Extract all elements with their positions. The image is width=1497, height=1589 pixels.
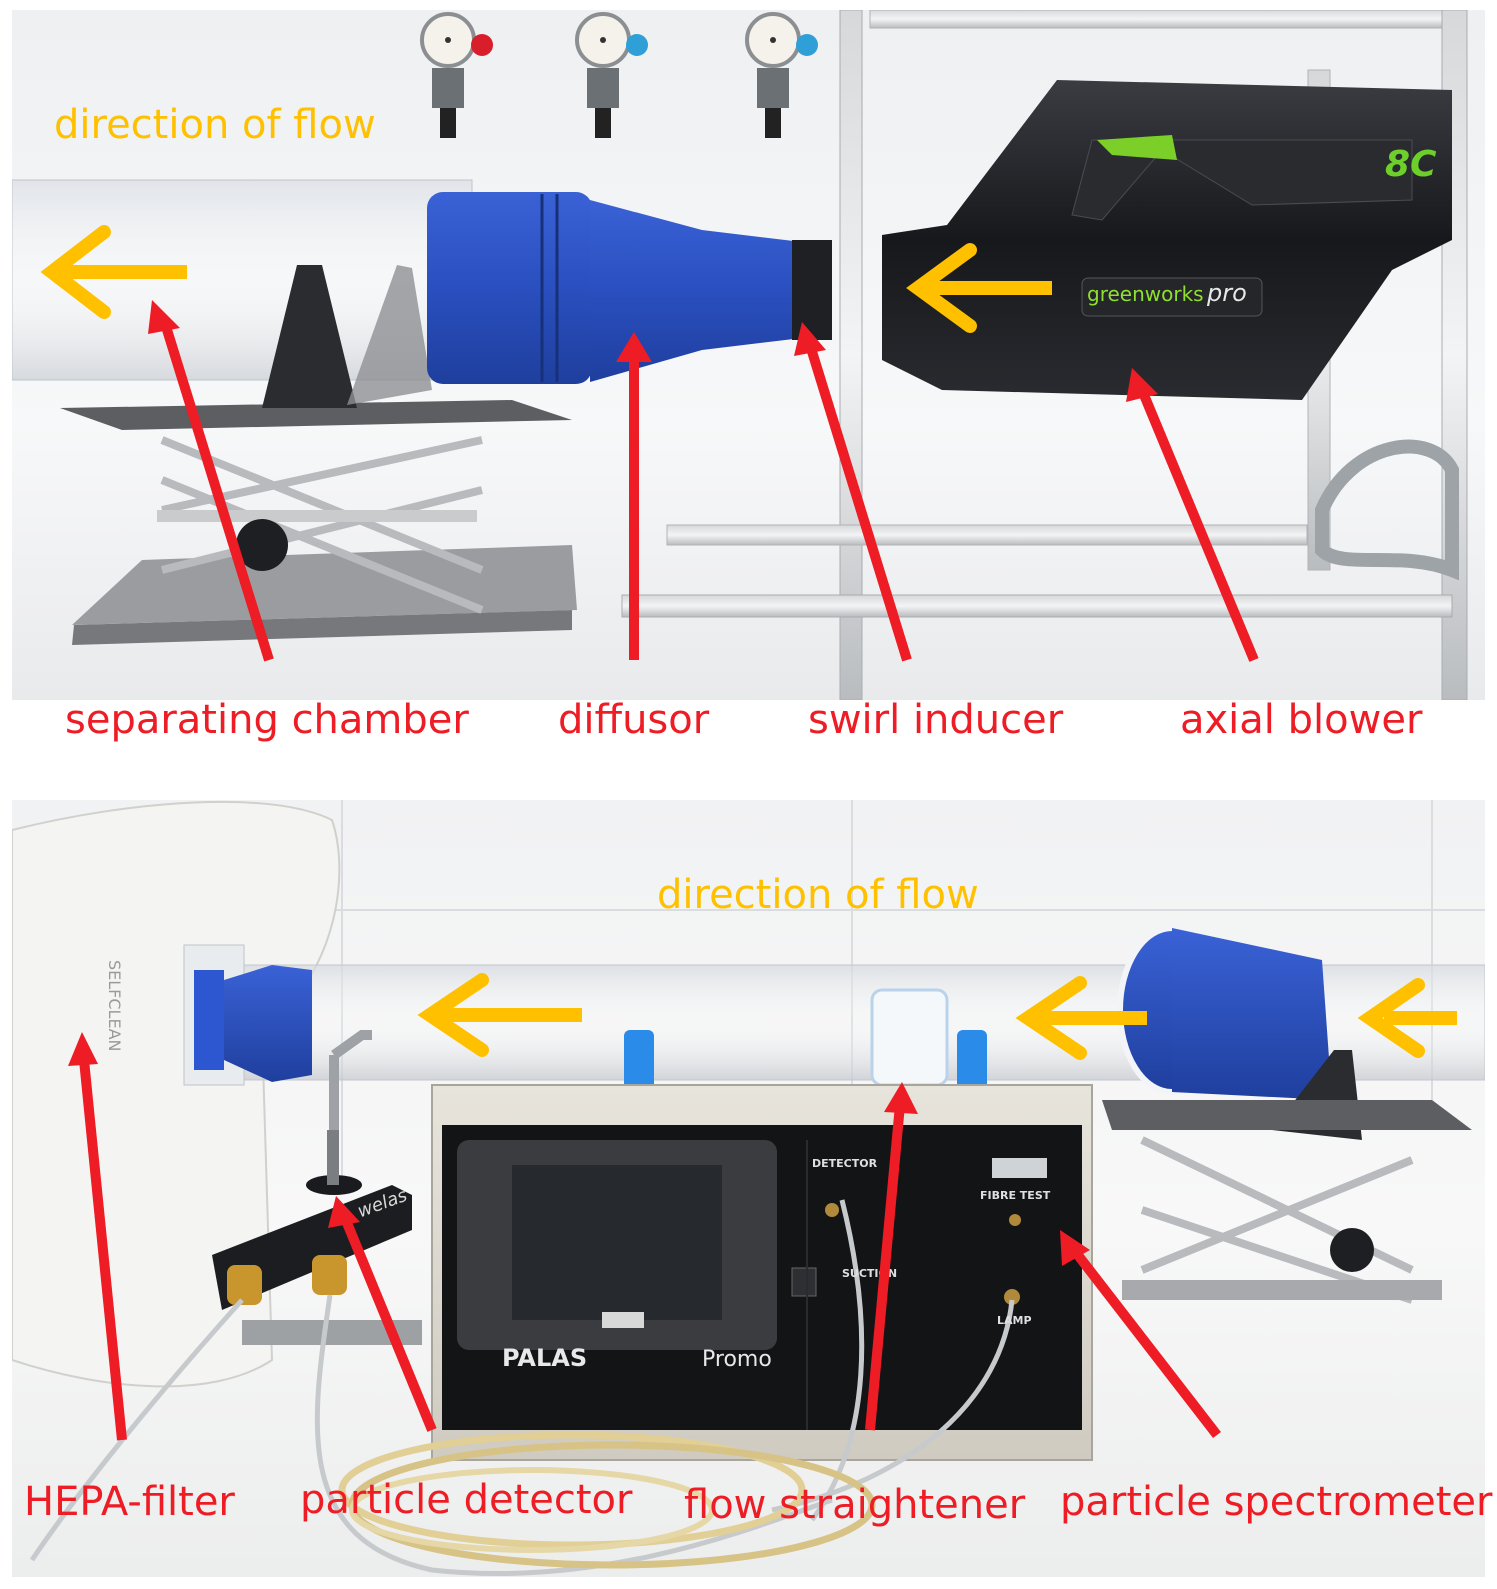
black-vane (262, 265, 357, 408)
hepa-adapter (183, 944, 312, 1086)
pointer-flow-straightener (865, 1082, 918, 1431)
label-particle-spectrometer: particle spectrometer (1060, 1479, 1493, 1525)
tube-support-right (957, 1030, 987, 1100)
label-particle-detector: particle detector (300, 1477, 633, 1523)
swirl-inducer-part (792, 240, 832, 340)
instrument-model: Promo (702, 1347, 772, 1372)
brand-model: 8C (1385, 144, 1437, 185)
instrument-lamp-label: LAMP (997, 1314, 1032, 1327)
pointer-swirl-inducer (794, 322, 912, 662)
bottom-flow-label: direction of flow (657, 872, 979, 918)
bottom-scene-drawing (12, 800, 1485, 1576)
top-flow-arrow-blower (906, 243, 1052, 333)
brand-pro: pro (1207, 279, 1247, 307)
lab-jack-bottom (1102, 1100, 1472, 1304)
welas-detector (212, 1130, 422, 1345)
pointer-axial-blower (1126, 368, 1259, 662)
palas-instrument (431, 1084, 1093, 1461)
pointer-particle-detector (328, 1196, 437, 1432)
bottom-flow-arrow-right (1357, 978, 1457, 1058)
pointer-particle-spectrometer (1060, 1230, 1221, 1439)
label-hepa-filter: HEPA-filter (24, 1479, 235, 1525)
bottom-flow-arrow-left (417, 973, 582, 1057)
top-flow-arrow-left (40, 225, 187, 319)
brand-greenworks: greenworks (1087, 282, 1204, 306)
bottom-annotation-arrows (68, 973, 1457, 1441)
instrument-fibre-test-label: FIBRE TEST (980, 1189, 1051, 1202)
top-annotation-arrows (40, 225, 1259, 662)
photo-top-setup: greenworks pro 8C direction of flow (12, 10, 1485, 700)
photo-bottom-setup: PALAS Promo DETECTOR FIBRE TEST SUCTION … (12, 800, 1485, 1577)
blue-diffusor (427, 192, 802, 384)
pressure-gauges (420, 12, 818, 138)
instrument-detector-label: DETECTOR (812, 1157, 878, 1170)
label-axial-blower: axial blower (1180, 697, 1423, 743)
cables (29, 1199, 1015, 1576)
pointer-hepa-filter (68, 1032, 127, 1441)
instrument-brand: PALAS (502, 1344, 588, 1372)
top-flow-label: direction of flow (54, 102, 376, 148)
label-flow-straightener: flow straightener (684, 1482, 1026, 1528)
top-scene-drawing (12, 10, 1468, 700)
pointer-diffusor (616, 332, 652, 660)
top-label-strip (12, 700, 1485, 800)
label-diffusor: diffusor (558, 697, 710, 743)
axial-blower-body (882, 80, 1452, 400)
instrument-suction-label: SUCTION (842, 1267, 898, 1280)
pointer-separating-chamber (148, 300, 274, 662)
bottom-flow-arrow-middle (1015, 976, 1147, 1060)
label-separating-chamber: separating chamber (65, 697, 469, 743)
label-swirl-inducer: swirl inducer (808, 697, 1064, 743)
tube-support-left (624, 1030, 654, 1100)
metal-vane (347, 265, 432, 405)
